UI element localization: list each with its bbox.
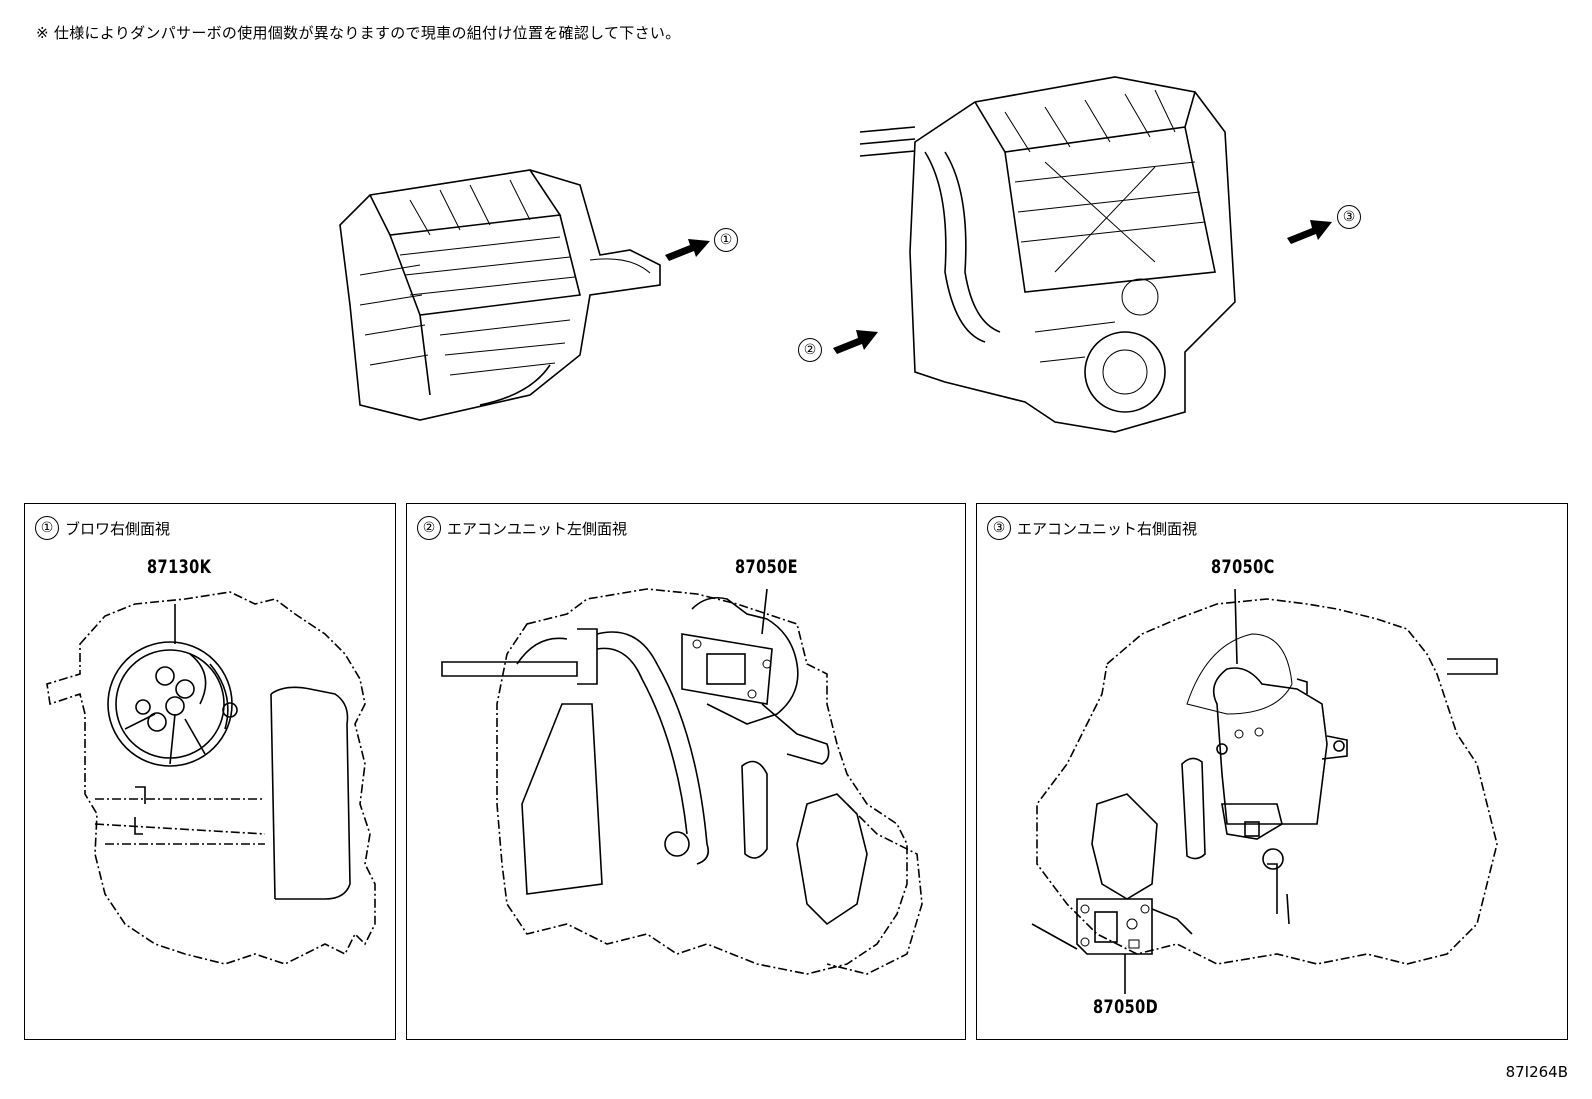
installation-note: ※ 仕様によりダンパサーボの使用個数が異なりますので現車の組付け位置を確認して下… [36,24,681,42]
panel-1-number: ① [35,516,59,540]
panel-3-header: ③ エアコンユニット右側面視 [987,516,1197,540]
panel-1-title: ブロワ右側面視 [65,519,171,538]
callout-3: ③ [1337,205,1361,229]
callout-1-number: ① [714,228,738,252]
panel-blower-right-view: ① ブロワ右側面視 87130K [24,503,396,1040]
panel-2-title: エアコンユニット左側面視 [447,519,628,538]
panel-2-header: ② エアコンユニット左側面視 [417,516,627,540]
part-label-87050C: 87050C [1211,556,1275,578]
callout-2: ② [798,338,822,362]
callout-arrow-2 [833,330,878,354]
callout-3-number: ③ [1337,205,1361,229]
blower-outline-drawing [46,591,376,965]
panel-aircon-right-view: ③ エアコンユニット右側面視 87050C 87050D [976,503,1568,1040]
aircon-unit-isometric [859,76,1236,433]
callout-arrow-1 [665,239,710,261]
callout-arrow-3 [1287,220,1332,244]
aircon-left-outline-drawing [441,588,923,975]
part-label-87130K: 87130K [147,556,212,578]
panel-3-title: エアコンユニット右側面視 [1017,519,1198,538]
panel-1-header: ① ブロワ右側面視 [35,516,170,540]
blower-unit-isometric [339,169,661,421]
aircon-right-outline-drawing [1031,588,1498,994]
panel-3-number: ③ [987,516,1011,540]
figure-id: 87I264B [1505,1063,1568,1081]
part-label-87050D: 87050D [1093,996,1159,1018]
callout-1: ① [714,228,738,252]
callout-2-number: ② [798,338,822,362]
panel-2-number: ② [417,516,441,540]
panel-aircon-left-view: ② エアコンユニット左側面視 87050E [406,503,966,1040]
part-label-87050E: 87050E [735,556,799,578]
